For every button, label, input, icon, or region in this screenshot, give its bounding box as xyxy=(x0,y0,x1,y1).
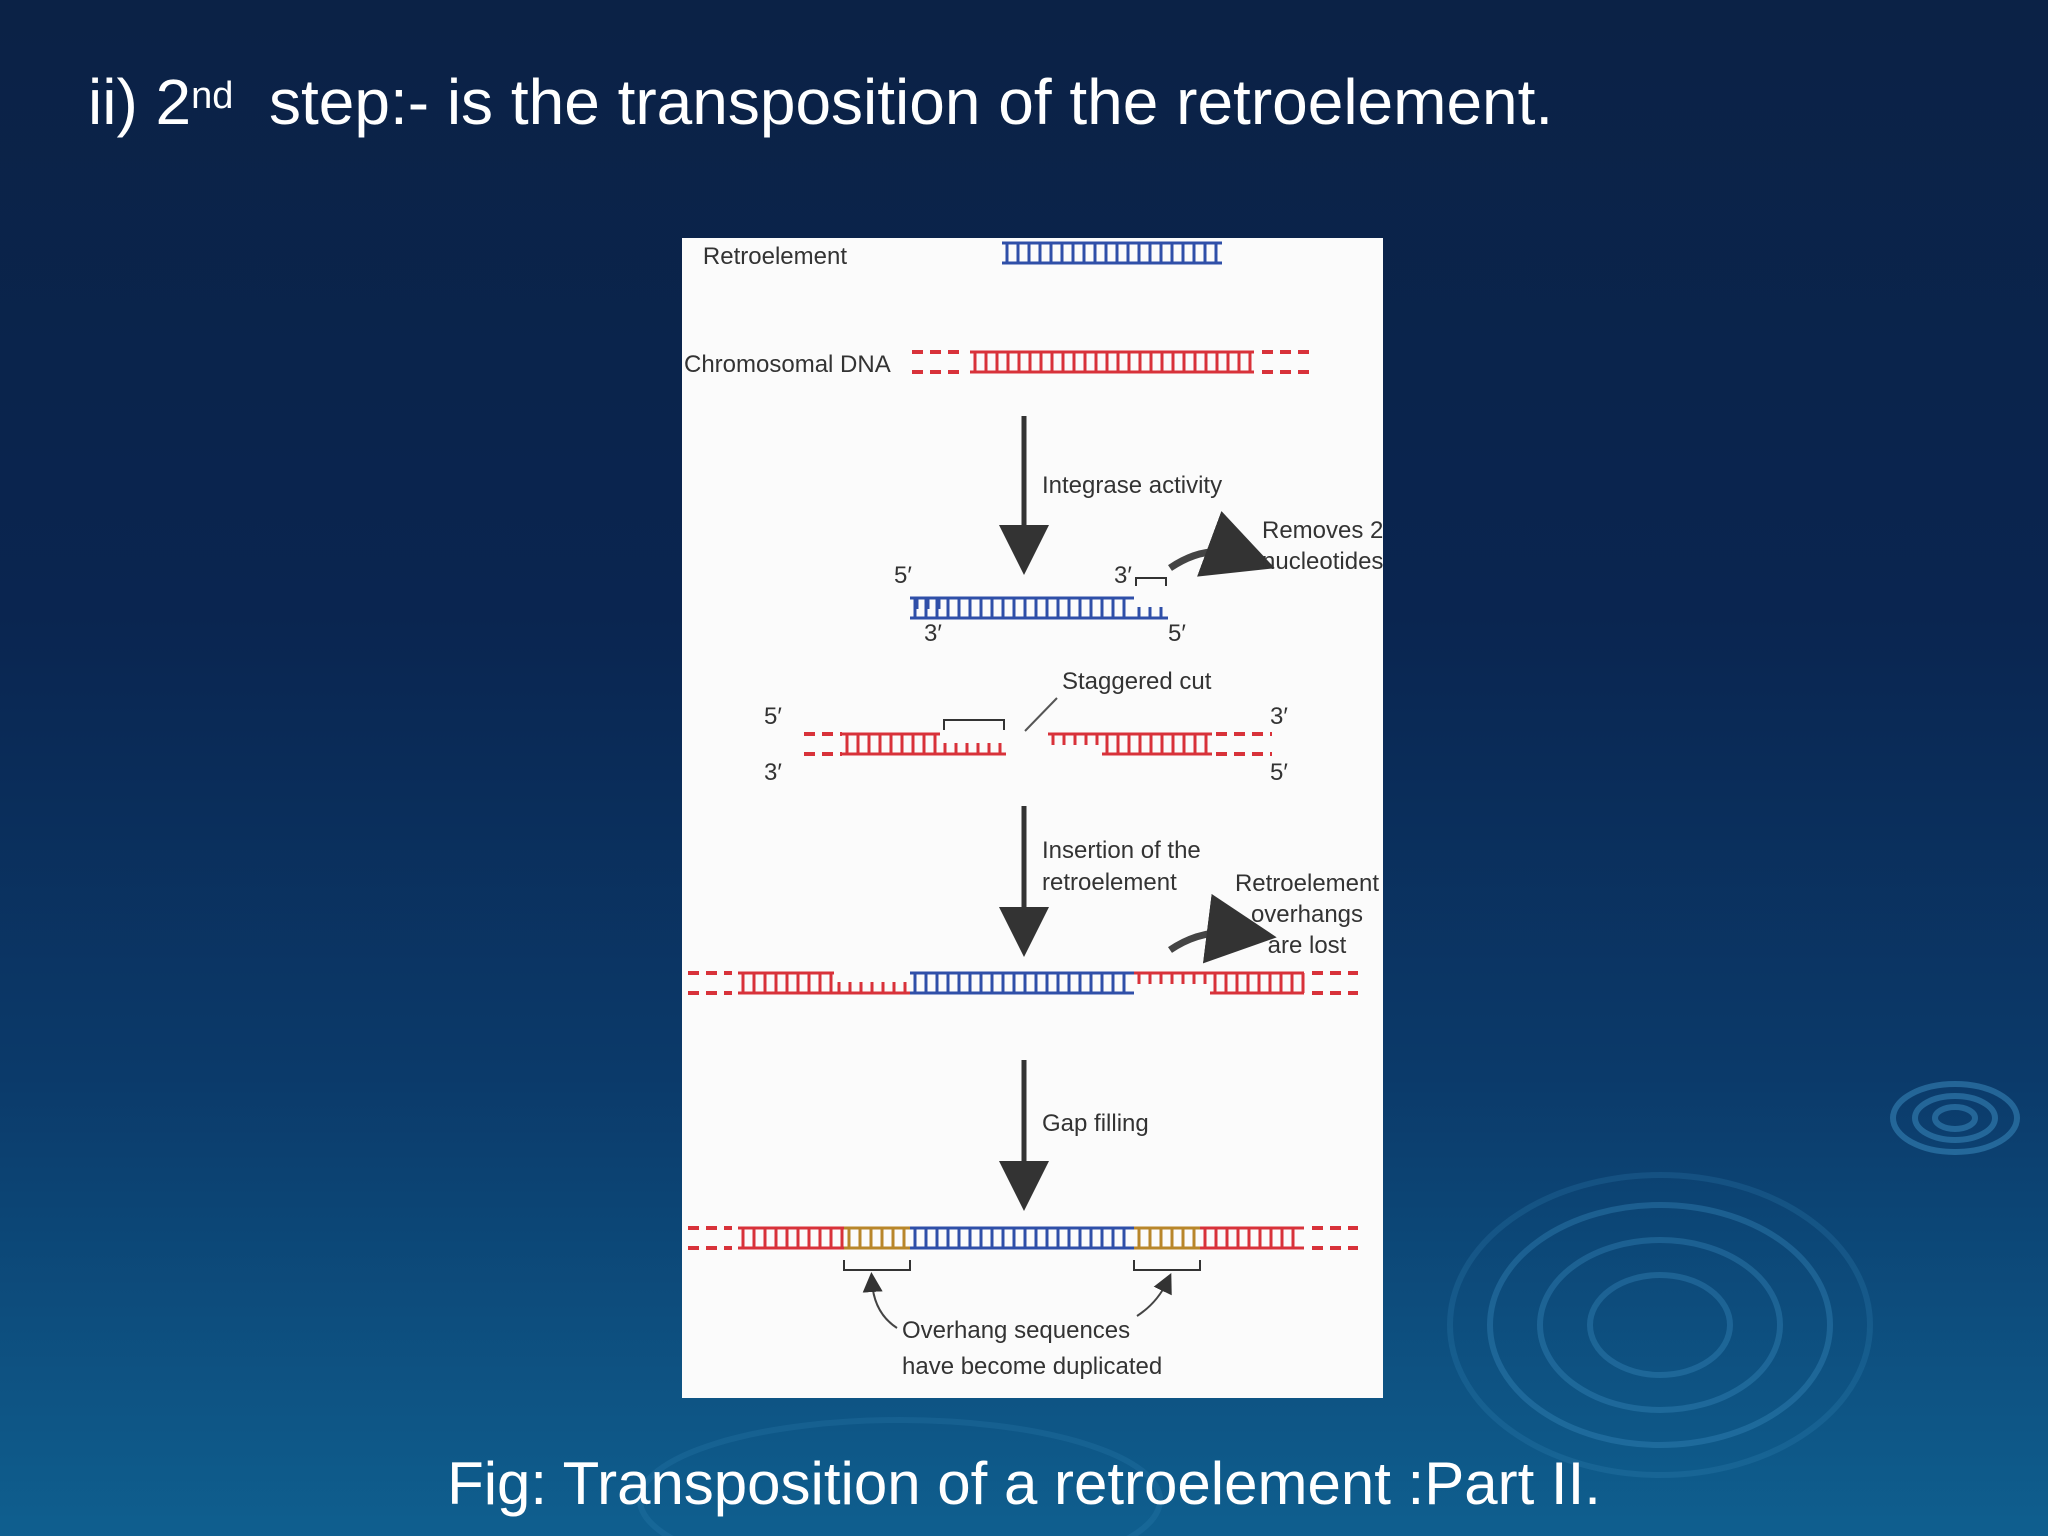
label-retroelement: Retroelement xyxy=(703,243,847,270)
figure-panel: Retroelement Chromosomal DNA Integrase a… xyxy=(682,238,1383,1398)
label-staggered-cut: Staggered cut xyxy=(1062,668,1212,695)
label-3prime-d: 3′ xyxy=(1270,703,1288,730)
label-overhang-2: have become duplicated xyxy=(902,1353,1162,1380)
processed-retroelement xyxy=(910,596,1168,620)
bracket-cut-overhang xyxy=(943,719,1005,730)
label-insertion-1: Insertion of the xyxy=(1042,837,1201,864)
bracket-right-duplicate xyxy=(1133,1260,1201,1271)
title-superscript: nd xyxy=(191,75,234,117)
chromosomal-dna-red xyxy=(912,350,1309,374)
staggered-cut-dna xyxy=(804,732,1272,756)
label-insertion-2: retroelement xyxy=(1042,869,1177,896)
label-integrase-activity: Integrase activity xyxy=(1042,472,1222,499)
label-overhangs-2: overhangs xyxy=(1251,901,1363,928)
pointer-right-duplicate xyxy=(1136,1272,1172,1317)
label-overhangs-3: are lost xyxy=(1268,932,1347,959)
label-3prime-a: 3′ xyxy=(1114,562,1132,589)
label-3prime-b: 3′ xyxy=(924,620,942,647)
label-5prime-b: 5′ xyxy=(1168,620,1186,647)
label-5prime-a: 5′ xyxy=(894,562,912,589)
label-overhangs-1: Retroelement xyxy=(1235,870,1379,897)
inserted-retroelement-dna xyxy=(688,971,1358,995)
title-suffix: step:- is the transposition of the retro… xyxy=(233,66,1554,138)
label-removes-1: Removes 2 xyxy=(1262,517,1383,544)
bracket-removed-nucleotides xyxy=(1135,577,1167,586)
pointer-staggered-cut xyxy=(1024,697,1058,732)
curved-arrow-overhangs-lost xyxy=(1168,893,1277,964)
label-3prime-c: 3′ xyxy=(764,759,782,786)
bracket-left-duplicate xyxy=(843,1260,911,1271)
label-gap-filling: Gap filling xyxy=(1042,1110,1149,1137)
label-5prime-d: 5′ xyxy=(1270,759,1288,786)
label-chromosomal-dna: Chromosomal DNA xyxy=(684,351,891,378)
label-overhang-1: Overhang sequences xyxy=(902,1317,1130,1344)
retroelement-dna-blue xyxy=(1002,241,1222,265)
curved-arrow-removes xyxy=(1168,511,1275,577)
label-5prime-c: 5′ xyxy=(764,703,782,730)
title-prefix: ii) 2 xyxy=(88,66,192,138)
slide-title: ii) 2nd step:- is the transposition of t… xyxy=(88,62,1553,142)
pointer-left-duplicate xyxy=(862,1272,898,1329)
figure-caption: Fig: Transposition of a retroelement :Pa… xyxy=(447,1450,1601,1517)
label-removes-2: nucleotides xyxy=(1262,548,1383,575)
transposition-diagram: Retroelement Chromosomal DNA Integrase a… xyxy=(684,241,1383,1380)
gap-filled-dna xyxy=(688,1226,1358,1250)
